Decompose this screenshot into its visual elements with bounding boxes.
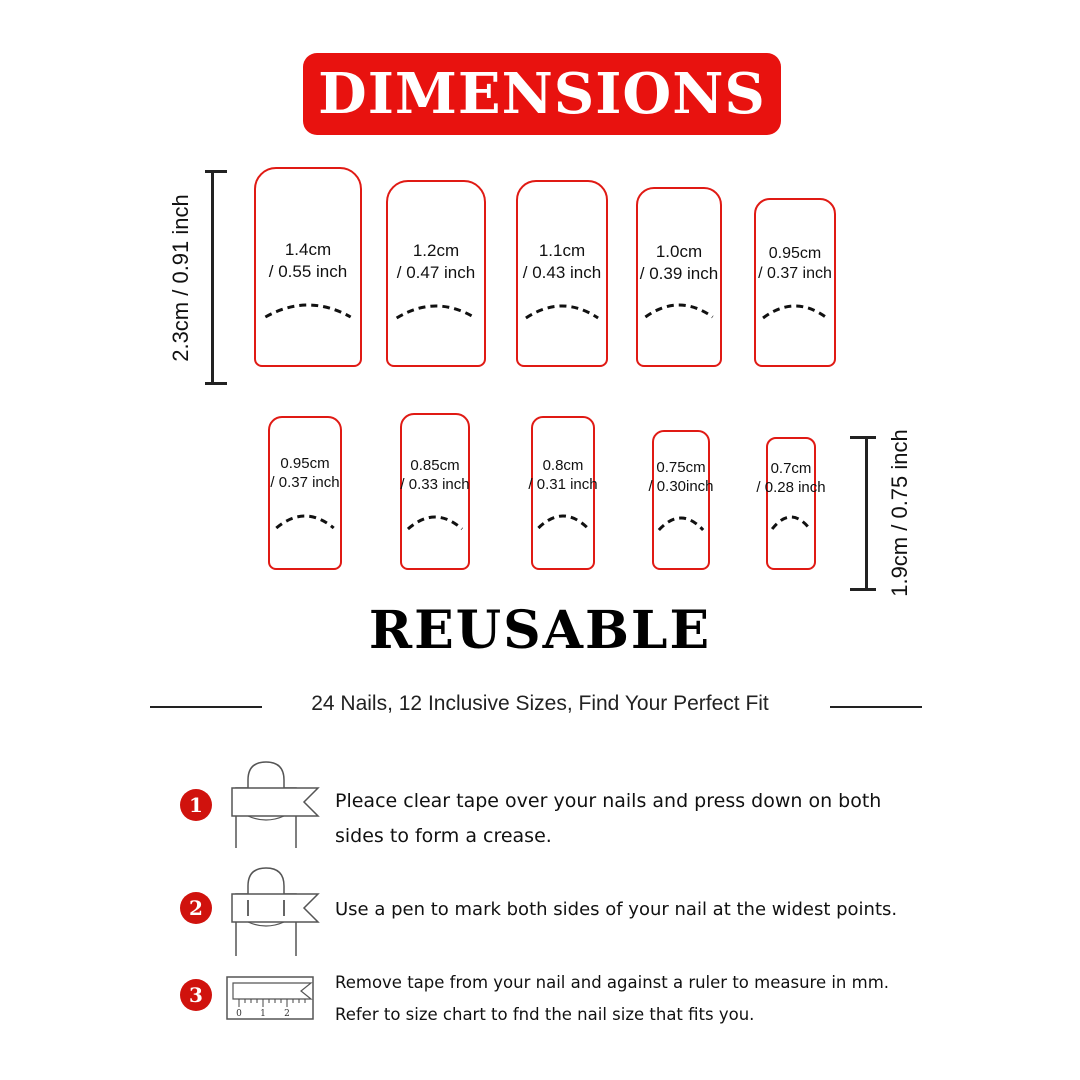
bottom-measure-cap-bottom	[850, 588, 876, 591]
nails_top-nail-4: 1.0cm / 0.39 inch	[636, 187, 722, 367]
dimensions-banner: DIMENSIONS	[303, 53, 781, 135]
nail-size-inch: / 0.33 inch	[400, 476, 470, 494]
nails_bottom-nail-3: 0.8cm / 0.31 inch	[528, 416, 598, 570]
nail-size-inch: / 0.37 inch	[270, 474, 340, 492]
step-2-text: Use a pen to mark both sides of your nai…	[335, 892, 897, 927]
ruler-tick-0: 0	[236, 1009, 242, 1019]
nail-size-cm: 1.1cm	[538, 241, 586, 260]
top-measure-cap-bottom	[205, 382, 227, 385]
nails_bottom-nail-2: 0.85cm / 0.33 inch	[400, 413, 470, 570]
cuticle-dashed-line	[657, 516, 705, 532]
nail-size-label: 0.7cm / 0.28 inch	[756, 459, 826, 497]
nails_top-nail-3: 1.1cm / 0.43 inch	[516, 180, 608, 367]
nail-size-inch: / 0.39 inch	[639, 263, 719, 283]
cuticle-dashed-line	[644, 303, 714, 319]
nail-size-inch: / 0.55 inch	[268, 261, 348, 281]
cuticle-dashed-line	[275, 514, 335, 530]
top-measure-cap-top	[205, 170, 227, 173]
cuticle-dashed-line	[406, 515, 464, 531]
bottom-measure-label: 1.9cm / 0.75 inch	[887, 429, 912, 597]
tagline-left-line	[150, 706, 262, 708]
top-measure-bar	[211, 171, 214, 384]
step-1-line-1: Pleace clear tape over your nails and pr…	[335, 790, 882, 812]
nail-size-label: 0.85cm / 0.33 inch	[390, 456, 480, 494]
nail-size-cm: 0.95cm	[280, 455, 330, 472]
nail-size-cm: 0.85cm	[410, 457, 460, 474]
nail-size-label: 0.95cm / 0.37 inch	[258, 454, 352, 492]
step-3-number: 3	[180, 979, 212, 1011]
step-1-text: Pleace clear tape over your nails and pr…	[335, 784, 881, 854]
nail-size-cm: 1.2cm	[412, 241, 460, 260]
tagline: 24 Nails, 12 Inclusive Sizes, Find Your …	[311, 692, 769, 715]
nail-size-cm: 1.4cm	[284, 240, 332, 259]
nail-size-label: 1.0cm / 0.39 inch	[626, 241, 732, 285]
nails_top-nail-5: 0.95cm / 0.37 inch	[754, 198, 836, 367]
nail-size-cm: 0.75cm	[656, 459, 706, 476]
step-2-line-1: Use a pen to mark both sides of your nai…	[335, 899, 898, 920]
cuticle-dashed-line	[525, 304, 599, 320]
reusable-heading: REUSABLE	[368, 600, 712, 661]
nails_bottom-nail-4: 0.75cm / 0.30inch	[648, 430, 714, 570]
tagline-right-line	[830, 706, 922, 708]
cuticle-dashed-line	[395, 304, 477, 320]
nail-size-inch: / 0.30inch	[648, 478, 714, 496]
step-1-line-2: sides to form a crease.	[335, 825, 552, 847]
mark-nail-icon	[231, 867, 320, 956]
cuticle-dashed-line	[264, 303, 352, 319]
nail-size-inch: / 0.43 inch	[522, 262, 602, 282]
nails_top-nail-1: 1.4cm / 0.55 inch	[254, 167, 362, 367]
nail-size-label: 1.2cm / 0.47 inch	[376, 240, 496, 284]
cuticle-dashed-line	[770, 515, 812, 530]
nails_bottom-nail-1: 0.95cm / 0.37 inch	[268, 416, 342, 570]
tape-crease-icon	[231, 761, 320, 848]
step-1-number: 1	[180, 789, 212, 821]
nail-size-cm: 0.7cm	[770, 460, 812, 477]
nail-size-inch: / 0.28 inch	[756, 479, 826, 497]
nails_bottom-nail-5: 0.7cm / 0.28 inch	[756, 437, 826, 570]
nail-size-label: 0.95cm / 0.37 inch	[744, 244, 846, 285]
nail-size-cm: 0.8cm	[542, 457, 584, 474]
bottom-measure-bar	[865, 437, 868, 590]
top-measure-label: 2.3cm / 0.91 inch	[168, 194, 193, 362]
step-3-line-1: Remove tape from your nail and against a…	[335, 973, 890, 992]
cuticle-dashed-line	[762, 304, 828, 320]
step-2-number: 2	[180, 892, 212, 924]
bottom-measure-cap-top	[850, 436, 876, 439]
nail-size-cm: 0.95cm	[768, 245, 822, 262]
dimensions-title: DIMENSIONS	[318, 61, 766, 127]
ruler-icon: 0 1 2	[226, 976, 314, 1020]
cuticle-dashed-line	[537, 514, 589, 530]
nail-size-label: 0.75cm / 0.30inch	[642, 458, 720, 496]
nail-size-inch: / 0.31 inch	[528, 476, 598, 494]
nails_top-nail-2: 1.2cm / 0.47 inch	[386, 180, 486, 367]
nail-size-label: 1.1cm / 0.43 inch	[506, 240, 618, 284]
ruler-tick-1: 1	[260, 1009, 266, 1019]
nail-size-cm: 1.0cm	[655, 242, 703, 261]
nail-size-inch: / 0.37 inch	[758, 265, 832, 283]
nail-size-label: 1.4cm / 0.55 inch	[244, 239, 372, 283]
step-3-text: Remove tape from your nail and against a…	[335, 967, 889, 1031]
nail-size-label: 0.8cm / 0.31 inch	[521, 456, 605, 494]
step-3-line-2: Refer to size chart to fnd the nail size…	[335, 1005, 755, 1024]
ruler-tick-2: 2	[284, 1009, 290, 1019]
nail-size-inch: / 0.47 inch	[396, 262, 476, 282]
